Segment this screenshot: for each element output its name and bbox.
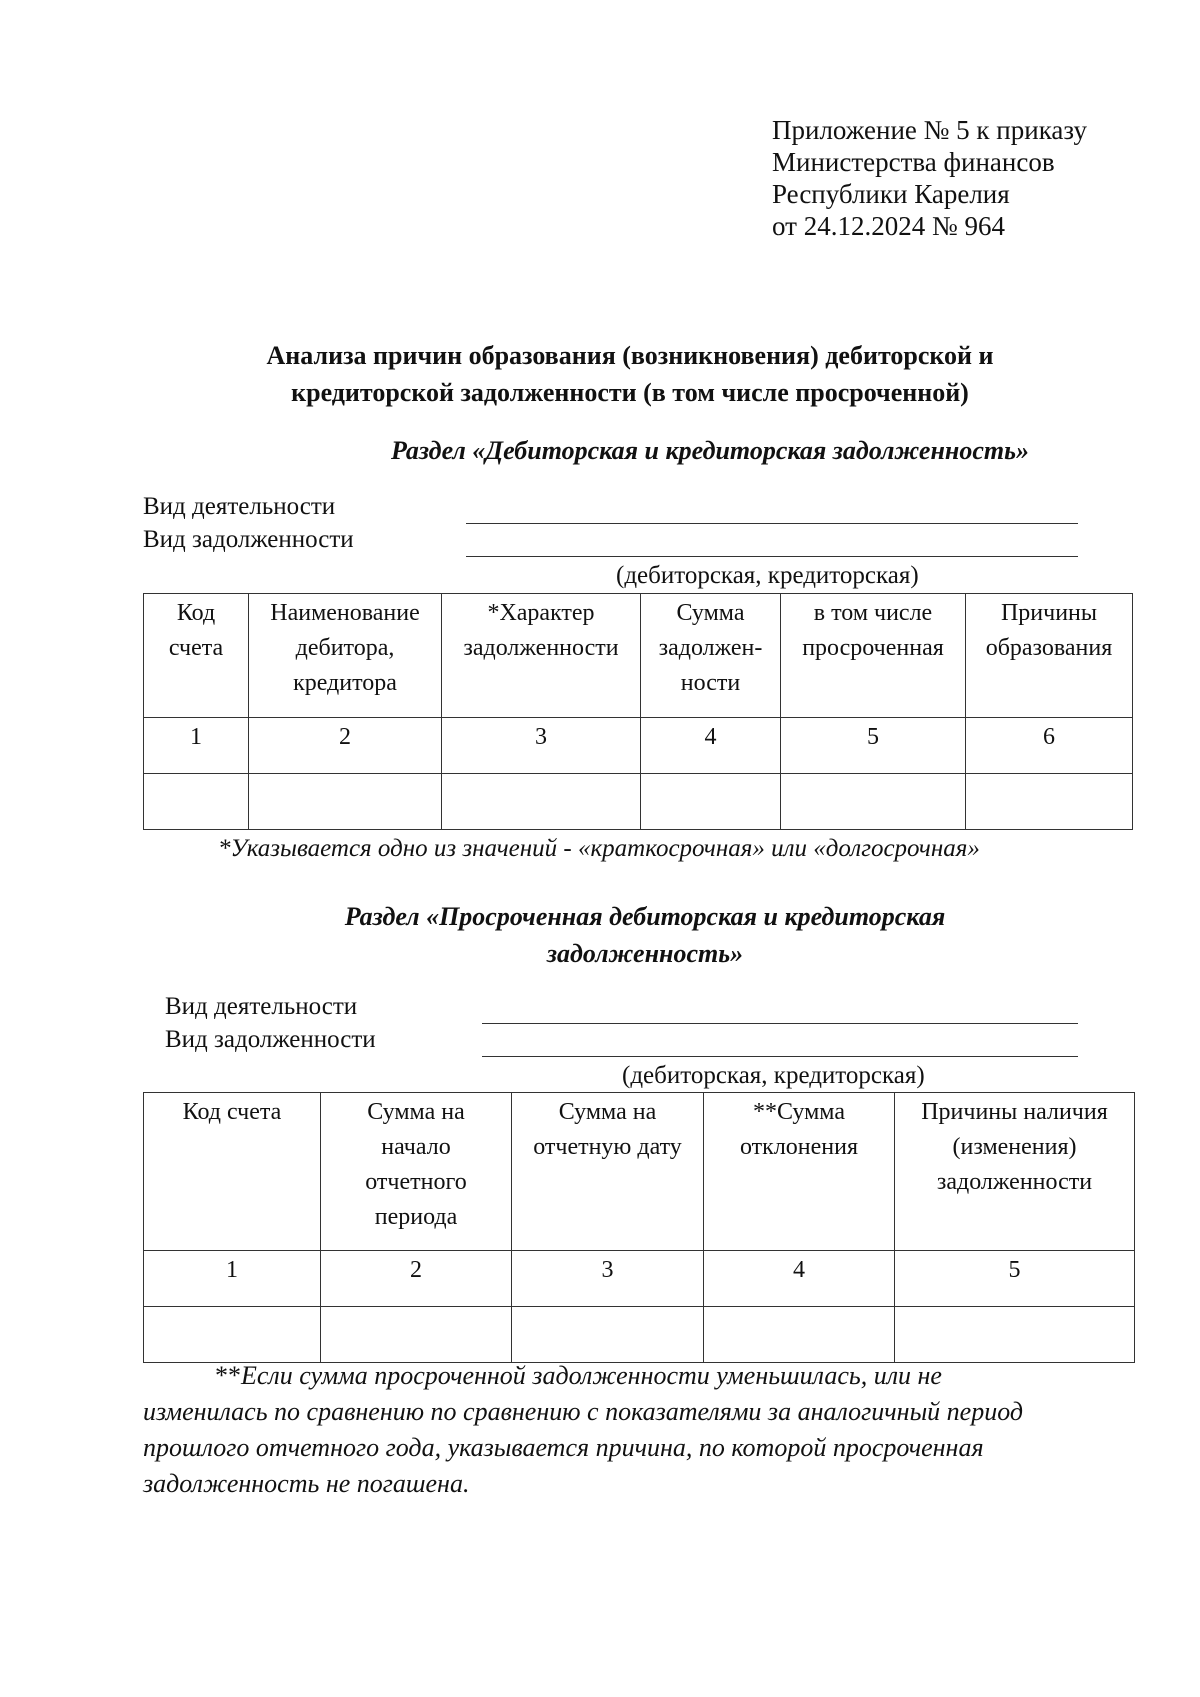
section2-debt-type-hint: (дебиторская, кредиторская) xyxy=(622,1062,925,1089)
section1-number-cell: 6 xyxy=(965,717,1133,774)
section1-title: Раздел «Дебиторская и кредиторская задол… xyxy=(390,436,1029,465)
section2-number-row: 1 2 3 4 5 xyxy=(143,1250,1135,1307)
section2-activity-label: Вид деятельности xyxy=(165,993,358,1020)
section2-data-cell[interactable] xyxy=(894,1306,1135,1363)
document-title-line-2: кредиторской задолженности (в том числе … xyxy=(291,378,969,407)
section1-data-cell[interactable] xyxy=(780,773,966,830)
section1-number-cell: 5 xyxy=(780,717,966,774)
section1-data-cell[interactable] xyxy=(441,773,641,830)
section2-title: Раздел «Просроченная дебиторская и креди… xyxy=(300,898,990,972)
section2-col-account-code: Код счета xyxy=(143,1092,321,1251)
section1-activity-field[interactable] xyxy=(466,523,1078,524)
appendix-line-3: Республики Карелия xyxy=(772,179,1010,209)
section2-number-cell: 4 xyxy=(703,1250,895,1307)
document-title-line-1: Анализа причин образования (возникновени… xyxy=(266,341,994,370)
section2-title-line-1: Раздел «Просроченная дебиторская и креди… xyxy=(344,902,946,931)
section2-data-cell[interactable] xyxy=(511,1306,704,1363)
section1-activity-label: Вид деятельности xyxy=(143,493,336,520)
section2-debt-type-field[interactable] xyxy=(482,1056,1078,1057)
section1-number-cell: 2 xyxy=(248,717,442,774)
footnote-line-1: Если сумма просроченной задолженности ум… xyxy=(241,1361,942,1390)
section1-number-row: 1 2 3 4 5 6 xyxy=(143,717,1133,774)
section2-debt-type-label: Вид задолженности xyxy=(165,1026,376,1053)
section1-data-cell[interactable] xyxy=(143,773,249,830)
section2-data-cell[interactable] xyxy=(320,1306,512,1363)
footnote-line-2: изменилась по сравнению по сравнению с п… xyxy=(143,1397,1024,1426)
section1-debt-type-field[interactable] xyxy=(466,556,1078,557)
appendix-line-1: Приложение № 5 к приказу xyxy=(772,115,1087,145)
section2-footnote: **Если сумма просроченной задолженности … xyxy=(143,1358,1133,1502)
footnote-line-3: прошлого отчетного года, указывается при… xyxy=(143,1433,984,1462)
section2-data-cell[interactable] xyxy=(143,1306,321,1363)
section1-footnote: *Указывается одно из значений - «краткос… xyxy=(218,835,980,862)
appendix-header: Приложение № 5 к приказу Министерства фи… xyxy=(772,114,1087,242)
section2-number-cell: 2 xyxy=(320,1250,512,1307)
footnote-line-4: задолженность не погашена. xyxy=(143,1469,470,1498)
section1-debt-type-label: Вид задолженности xyxy=(143,526,354,553)
appendix-line-4: от 24.12.2024 № 964 xyxy=(772,211,1005,241)
section2-title-line-2: задолженность» xyxy=(546,939,744,968)
section2-empty-row xyxy=(143,1306,1135,1363)
section2-number-cell: 1 xyxy=(143,1250,321,1307)
appendix-line-2: Министерства финансов xyxy=(772,147,1055,177)
footnote-stars: ** xyxy=(215,1361,241,1390)
section2-activity-field[interactable] xyxy=(482,1023,1078,1024)
section1-number-cell: 4 xyxy=(640,717,781,774)
section2-number-cell: 5 xyxy=(894,1250,1135,1307)
section2-number-cell: 3 xyxy=(511,1250,704,1307)
section1-data-cell[interactable] xyxy=(248,773,442,830)
section1-debt-type-hint: (дебиторская, кредиторская) xyxy=(616,562,919,589)
document-title: Анализа причин образования (возникновени… xyxy=(0,337,1200,411)
section1-data-cell[interactable] xyxy=(640,773,781,830)
section1-number-cell: 1 xyxy=(143,717,249,774)
section2-data-cell[interactable] xyxy=(703,1306,895,1363)
section1-data-cell[interactable] xyxy=(965,773,1133,830)
section1-number-cell: 3 xyxy=(441,717,641,774)
section2-col-reasons: Причины наличия(изменения)задолженности xyxy=(894,1092,1135,1251)
section1-empty-row xyxy=(143,773,1133,830)
